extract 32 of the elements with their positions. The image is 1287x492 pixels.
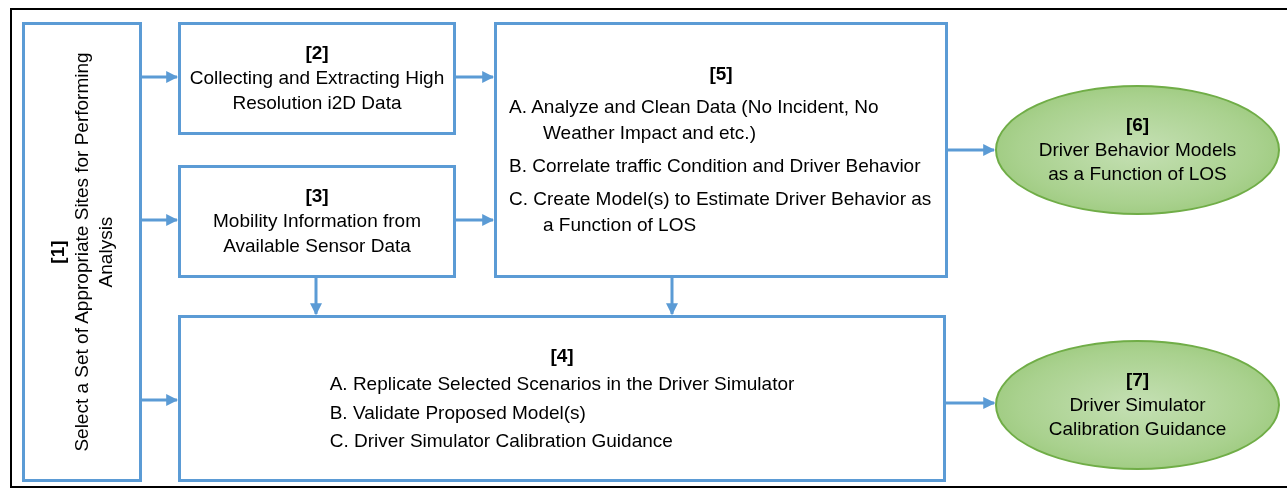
step-number: [7] (1125, 367, 1150, 392)
arrow (142, 394, 179, 406)
step-number: [2] (305, 41, 329, 66)
arrow (142, 214, 179, 226)
process-box (178, 165, 456, 278)
process-box (494, 22, 948, 278)
arrow (666, 278, 678, 316)
process-box (22, 22, 142, 482)
process-box (178, 315, 946, 482)
step-number: [5] (709, 62, 733, 87)
arrow (142, 71, 179, 83)
step-number: [4] (550, 343, 574, 368)
result-text: Driver Simulator Calibration Guidance (1047, 392, 1228, 442)
step-text: Select a Set of Appropriate Sites for Performing Analysis (70, 51, 117, 454)
list-item: B. Validate Proposed Model(s) (329, 400, 587, 425)
step-number: [3] (305, 184, 329, 209)
list-item: C. Driver Simulator Calibration Guidance (329, 429, 674, 453)
arrow (310, 278, 322, 316)
result-text: Driver Behavior Models as a Function of LOS (1037, 137, 1238, 187)
arrow (946, 397, 996, 409)
process-box (178, 22, 456, 135)
list-item: A. Replicate Selected Scenarios in the Driver Simulator (329, 372, 795, 396)
step-text: Collecting and Extracting High Resolution i2D Data (189, 66, 445, 115)
list-item: B. Correlate traffic Condition and Driver Behavior (509, 154, 922, 178)
arrow (456, 71, 495, 83)
arrow (456, 214, 495, 226)
step-number: [6] (1125, 112, 1150, 137)
arrow (948, 144, 996, 156)
step-number: [1] (46, 240, 70, 264)
step-text: Mobility Information from Available Sensor Data (212, 209, 422, 258)
list-item: C. Create Model(s) to Estimate Driver Behavior as a Function of LOS (509, 186, 933, 238)
list-item: A. Analyze and Clean Data (No Incident, No Weather Impact and etc.) (509, 94, 880, 146)
